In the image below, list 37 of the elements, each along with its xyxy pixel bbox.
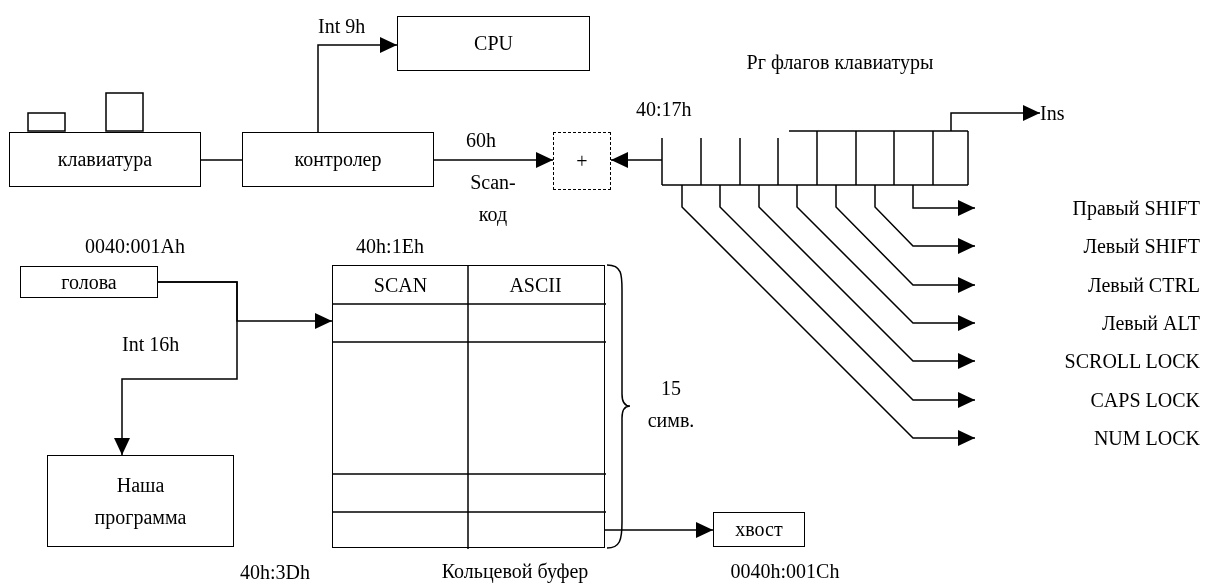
process-box: Наша программа	[47, 455, 234, 547]
edge-label: Int 16h	[122, 334, 180, 354]
arrow	[950, 105, 1041, 132]
register-title: Рг флагов клавиатуры	[745, 50, 935, 76]
edge-label: Int 9h	[318, 16, 366, 36]
scan-code-label: Scan-код	[469, 170, 517, 228]
arrow	[681, 184, 976, 446]
brace-label: 15 симв.	[646, 376, 696, 433]
register-drawing	[662, 131, 968, 185]
arrow	[604, 522, 714, 538]
process-box: контролер	[242, 132, 434, 187]
arrow	[835, 184, 976, 293]
arrow	[758, 184, 976, 369]
column-header: SCAN	[372, 273, 429, 298]
arrow	[874, 184, 976, 254]
process-box: CPU	[397, 16, 590, 71]
arrow	[433, 152, 554, 168]
edge-label: 60h	[466, 130, 496, 150]
arrow	[912, 184, 976, 216]
address-label: 40:17h	[636, 97, 693, 122]
connector-line	[200, 159, 243, 161]
buffer-table	[332, 265, 605, 548]
adder-box: +	[553, 132, 611, 190]
arrow	[610, 152, 663, 168]
address-label: 0040:001Ah	[84, 234, 186, 259]
column-header: ASCII	[508, 273, 563, 298]
arrow	[317, 37, 398, 133]
arrow	[796, 184, 976, 331]
caption-label: Кольцевой буфер	[440, 559, 590, 584]
address-label: 40h:3Dh	[240, 560, 311, 584]
arrow	[114, 281, 238, 456]
caption-label: 0040h:001Ch	[729, 559, 841, 584]
address-label: 40h:1Eh	[355, 234, 425, 259]
pointer-box: хвост	[713, 512, 805, 547]
keyboard-box: клавиатура	[9, 132, 201, 187]
pointer-box: голова	[20, 266, 158, 298]
arrow	[719, 184, 976, 408]
